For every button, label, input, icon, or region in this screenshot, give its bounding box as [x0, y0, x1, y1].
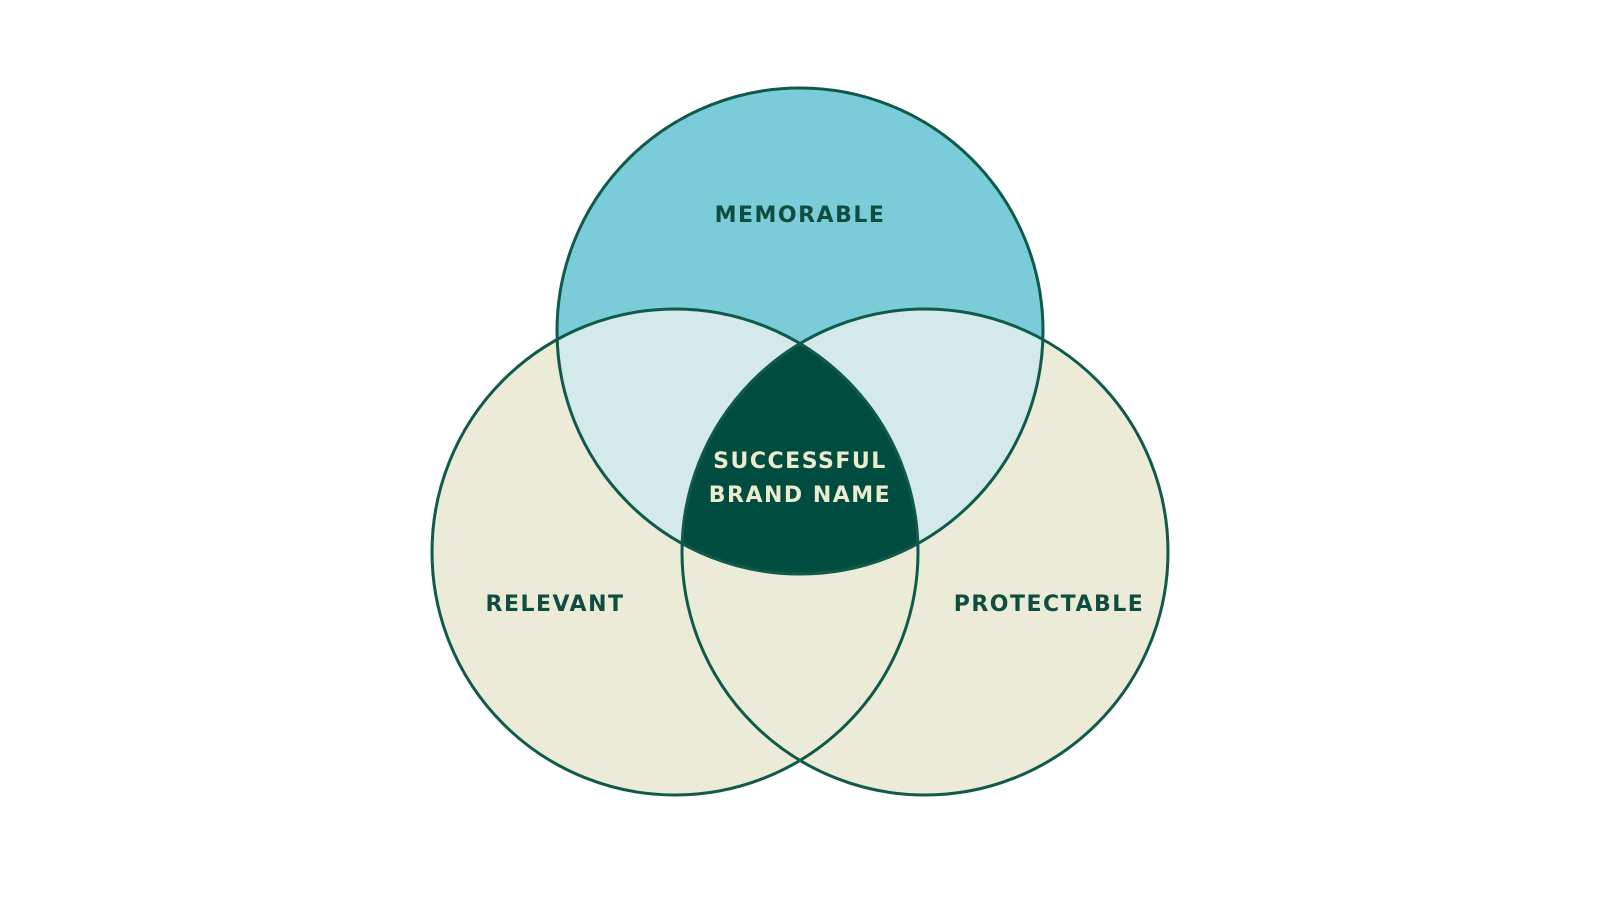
relevant-label: RELEVANT: [486, 592, 625, 617]
protectable-label: PROTECTABLE: [954, 592, 1145, 617]
protectable-circle-outline: [680, 307, 1170, 797]
memorable-circle-outline: [555, 86, 1045, 576]
center-label-line-1: SUCCESSFUL: [713, 449, 887, 474]
center-label-line-2: BRAND NAME: [709, 483, 891, 508]
center-intersection-region: [682, 309, 918, 574]
relevant-circle-outline: [430, 307, 920, 797]
memorable-label: MEMORABLE: [715, 203, 886, 228]
